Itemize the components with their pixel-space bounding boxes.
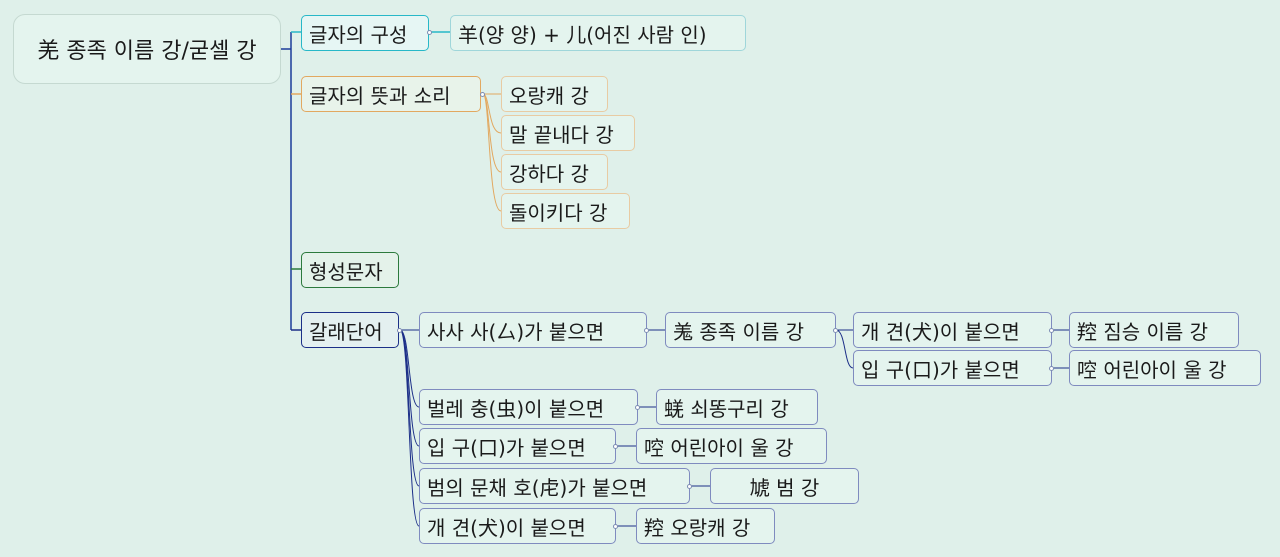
collapse-dot[interactable] xyxy=(427,30,432,35)
collapse-dot[interactable] xyxy=(635,405,640,410)
meaning-item[interactable]: 돌이키다 강 xyxy=(501,193,630,229)
derived-result[interactable]: 蜣 쇠똥구리 강 xyxy=(656,389,818,425)
collapse-dot[interactable] xyxy=(397,328,402,333)
derived-sub-rule[interactable]: 입 구(口)가 붙으면 xyxy=(853,350,1052,386)
derived-rule[interactable]: 입 구(口)가 붙으면 xyxy=(419,428,616,464)
meaning-item[interactable]: 오랑캐 강 xyxy=(501,76,608,112)
derived-sub-rule[interactable]: 개 견(犬)이 붙으면 xyxy=(853,312,1052,348)
branch-type[interactable]: 형성문자 xyxy=(301,252,399,288)
meaning-item[interactable]: 강하다 강 xyxy=(501,154,608,190)
derived-result[interactable]: 啌 어린아이 울 강 xyxy=(636,428,827,464)
branch-structure[interactable]: 글자의 구성 xyxy=(301,15,429,51)
derived-result[interactable]: 羗 종족 이름 강 xyxy=(665,312,836,348)
meaning-item[interactable]: 말 끝내다 강 xyxy=(501,115,635,151)
branch-meaning[interactable]: 글자의 뜻과 소리 xyxy=(301,76,481,112)
derived-result[interactable]: 虓 범 강 xyxy=(710,468,859,504)
derived-rule[interactable]: 벌레 충(虫)이 붙으면 xyxy=(419,389,638,425)
collapse-dot[interactable] xyxy=(687,484,692,489)
derived-rule[interactable]: 개 견(犬)이 붙으면 xyxy=(419,508,616,544)
collapse-dot[interactable] xyxy=(1049,366,1054,371)
branch-derived[interactable]: 갈래단어 xyxy=(301,312,399,348)
derived-rule[interactable]: 범의 문채 호(虍)가 붙으면 xyxy=(419,468,690,504)
structure-detail[interactable]: 羊(양 양) + 儿(어진 사람 인) xyxy=(450,15,746,51)
derived-sub-result[interactable]: 啌 어린아이 울 강 xyxy=(1069,350,1261,386)
collapse-dot[interactable] xyxy=(644,328,649,333)
collapse-dot[interactable] xyxy=(1049,328,1054,333)
root-node[interactable]: 羌 종족 이름 강/굳셀 강 xyxy=(13,14,281,84)
derived-result[interactable]: 羫 오랑캐 강 xyxy=(636,508,775,544)
collapse-dot[interactable] xyxy=(613,524,618,529)
collapse-dot[interactable] xyxy=(833,328,838,333)
collapse-dot[interactable] xyxy=(613,444,618,449)
derived-sub-result[interactable]: 羫 짐승 이름 강 xyxy=(1069,312,1239,348)
collapse-dot[interactable] xyxy=(480,92,485,97)
derived-rule[interactable]: 사사 사(厶)가 붙으면 xyxy=(419,312,647,348)
